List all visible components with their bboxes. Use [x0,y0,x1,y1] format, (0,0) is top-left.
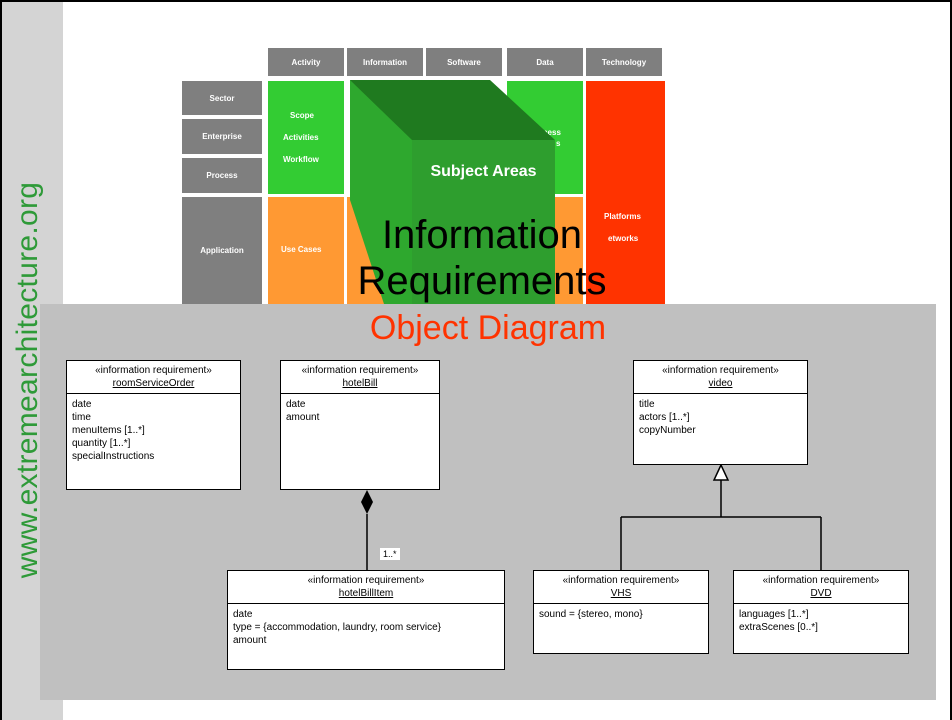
attribute: specialInstructions [72,451,155,462]
object-diagram-title: Object Diagram [369,309,607,347]
attribute: title [639,399,655,410]
row-header-sector: Sector [182,81,262,115]
object-header: «information requirement» hotelBillItem [228,571,504,604]
stereotype: «information requirement» [762,575,880,586]
row-header-application: Application [182,197,262,304]
stereotype: «information requirement» [307,575,425,586]
object-name: roomServiceOrder [112,378,195,389]
object-room-service-order: «information requirement» roomServiceOrd… [66,360,241,490]
stereotype: «information requirement» [662,365,779,376]
attribute: amount [233,635,267,646]
attribute-list: languages [1..*] extraScenes [0..*] [734,604,908,638]
attribute: amount [286,412,320,423]
row-header-process: Process [182,158,262,193]
stereotype: «information requirement» [95,365,212,376]
cell-activity-application [268,197,344,304]
frame-border-right [950,0,952,720]
frame-border-left [0,0,2,720]
attribute: time [72,412,91,423]
cell-technology [586,81,665,304]
object-vhs: «information requirement» VHS sound = {s… [533,570,709,654]
object-name: VHS [610,588,632,599]
column-header-technology: Technology [586,48,662,76]
multiplicity-label: 1..* [380,548,400,560]
attribute-list: date type = {accommodation, laundry, roo… [228,604,504,651]
attribute: date [233,609,253,620]
column-header-information: Information [347,48,423,76]
attribute: actors [1..*] [639,412,690,423]
cell-label-networks: etworks [608,234,639,243]
attribute: date [286,399,306,410]
attribute: menuItems [1..*] [72,425,145,436]
attribute: extraScenes [0..*] [739,622,818,633]
cell-label-activities: Activities [283,133,319,142]
attribute: date [72,399,92,410]
attribute-list: title actors [1..*] copyNumber [634,394,807,441]
row-header-enterprise: Enterprise [182,119,262,154]
cell-label-scope: Scope [290,111,315,120]
object-video: «information requirement» video title ac… [633,360,808,465]
column-header-software: Software [426,48,502,76]
object-header: «information requirement» hotelBill [281,361,439,394]
attribute-list: sound = {stereo, mono} [534,604,708,625]
cell-activity-scope [268,81,344,194]
object-dvd: «information requirement» DVD languages … [733,570,909,654]
cell-label-business-2: s [556,139,561,148]
object-header: «information requirement» DVD [734,571,908,604]
attribute: copyNumber [639,425,696,436]
object-hotel-bill: «information requirement» hotelBill date… [280,360,440,490]
information-title-line-2: Requirements [357,259,607,303]
cell-label-use-cases: Use Cases [281,245,322,254]
cell-label-workflow: Workflow [283,155,319,164]
attribute: sound = {stereo, mono} [539,609,643,620]
subject-areas-label: Subject Areas [430,163,537,180]
object-header: «information requirement» video [634,361,807,394]
stereotype: «information requirement» [301,365,419,376]
attribute: languages [1..*] [739,609,809,620]
object-header: «information requirement» VHS [534,571,708,604]
attribute-list: date time menuItems [1..*] quantity [1..… [67,394,240,467]
information-title-line-1: Information [381,213,583,257]
object-header: «information requirement» roomServiceOrd… [67,361,240,394]
composition-diamond [361,490,373,514]
frame-border-top [0,0,952,2]
object-name: hotelBillItem [338,588,394,599]
object-name: DVD [810,588,832,599]
generalization-triangle [712,463,730,481]
cell-label-platforms: Platforms [604,212,641,221]
column-header-activity: Activity [268,48,344,76]
attribute: quantity [1..*] [72,438,131,449]
object-hotel-bill-item: «information requirement» hotelBillItem … [227,570,505,670]
object-name: video [708,378,733,389]
cell-label-business: siness [536,128,561,137]
object-name: hotelBill [342,378,378,389]
attribute: type = {accommodation, laundry, room ser… [233,622,441,633]
attribute-list: date amount [281,394,439,428]
stereotype: «information requirement» [562,575,680,586]
information-requirements-title: Information Requirements [300,212,664,304]
column-header-data: Data [507,48,583,76]
